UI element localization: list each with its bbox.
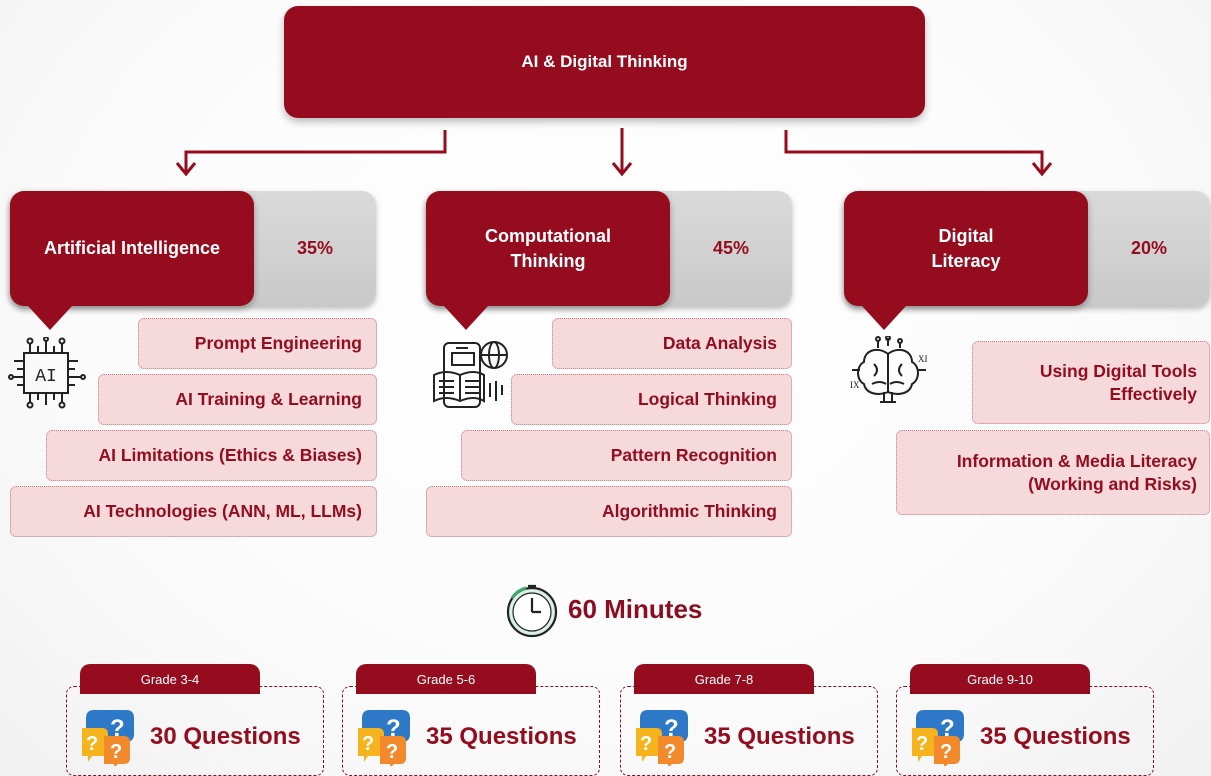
arrowhead-left [175, 162, 197, 177]
arrowhead-right [1031, 162, 1053, 177]
category-dl-pointer [862, 306, 906, 330]
svg-text:?: ? [386, 715, 401, 742]
topic-algorithmic-thinking: Algorithmic Thinking [426, 486, 792, 537]
category-dl-title: Digital Literacy [844, 191, 1088, 306]
svg-text:?: ? [916, 733, 928, 755]
question-bubbles-icon: ? ? ? [636, 710, 688, 766]
main-title: AI & Digital Thinking [284, 6, 925, 118]
question-bubbles-icon: ? ? ? [82, 710, 134, 766]
topic-information-media: Information & Media Literacy (Working an… [896, 430, 1210, 515]
category-ct-pointer [444, 306, 488, 330]
category-ai-title: Artificial Intelligence [10, 191, 254, 306]
questions-count-9-10: 35 Questions [980, 723, 1131, 750]
svg-text:XI: XI [918, 354, 928, 364]
svg-text:?: ? [362, 733, 374, 755]
svg-text:?: ? [640, 733, 652, 755]
topic-ai-technologies: AI Technologies (ANN, ML, LLMs) [10, 486, 377, 537]
topic-ai-limitations: AI Limitations (Ethics & Biases) [46, 430, 377, 481]
questions-count-5-6: 35 Questions [426, 723, 577, 750]
connector-right [784, 130, 1044, 173]
topic-ai-training: AI Training & Learning [98, 374, 377, 425]
svg-text:?: ? [664, 741, 676, 763]
category-ai-pointer [28, 306, 72, 330]
svg-text:?: ? [86, 733, 98, 755]
svg-text:?: ? [110, 741, 122, 763]
topic-logical-thinking: Logical Thinking [511, 374, 792, 425]
svg-text:?: ? [386, 741, 398, 763]
svg-text:?: ? [664, 715, 679, 742]
svg-text:IX: IX [850, 380, 860, 390]
svg-text:?: ? [940, 741, 952, 763]
category-ct-title: Computational Thinking [426, 191, 670, 306]
category-dl-percent: 20% [1130, 238, 1168, 258]
category-ct-percent: 45% [712, 238, 750, 258]
question-bubbles-icon: ? ? ? [912, 710, 964, 766]
category-ai-percent: 35% [296, 238, 334, 258]
grade-tab-9-10: Grade 9-10 [910, 664, 1090, 694]
svg-text:?: ? [110, 715, 125, 742]
questions-count-3-4: 30 Questions [150, 723, 301, 750]
questions-count-7-8: 35 Questions [704, 723, 855, 750]
connector-arrows [175, 128, 1053, 177]
question-bubbles-icon: ? ? ? [358, 710, 410, 766]
topic-digital-tools: Using Digital Tools Effectively [972, 341, 1210, 424]
svg-text:?: ? [940, 715, 955, 742]
brain-icon: IX XI [850, 336, 928, 403]
topic-prompt-engineering: Prompt Engineering [138, 318, 377, 369]
topic-pattern-recognition: Pattern Recognition [461, 430, 792, 481]
arrowhead-center [611, 162, 633, 177]
topic-data-analysis: Data Analysis [552, 318, 792, 369]
connector-left [184, 130, 447, 173]
book-globe-icon [433, 341, 508, 408]
stopwatch-icon [506, 584, 558, 638]
grade-tab-3-4: Grade 3-4 [80, 664, 260, 694]
duration-label: 60 Minutes [568, 594, 703, 624]
grade-tab-7-8: Grade 7-8 [634, 664, 814, 694]
svg-text:AI: AI [35, 367, 57, 387]
ai-chip-icon: AI [8, 337, 86, 409]
grade-tab-5-6: Grade 5-6 [356, 664, 536, 694]
